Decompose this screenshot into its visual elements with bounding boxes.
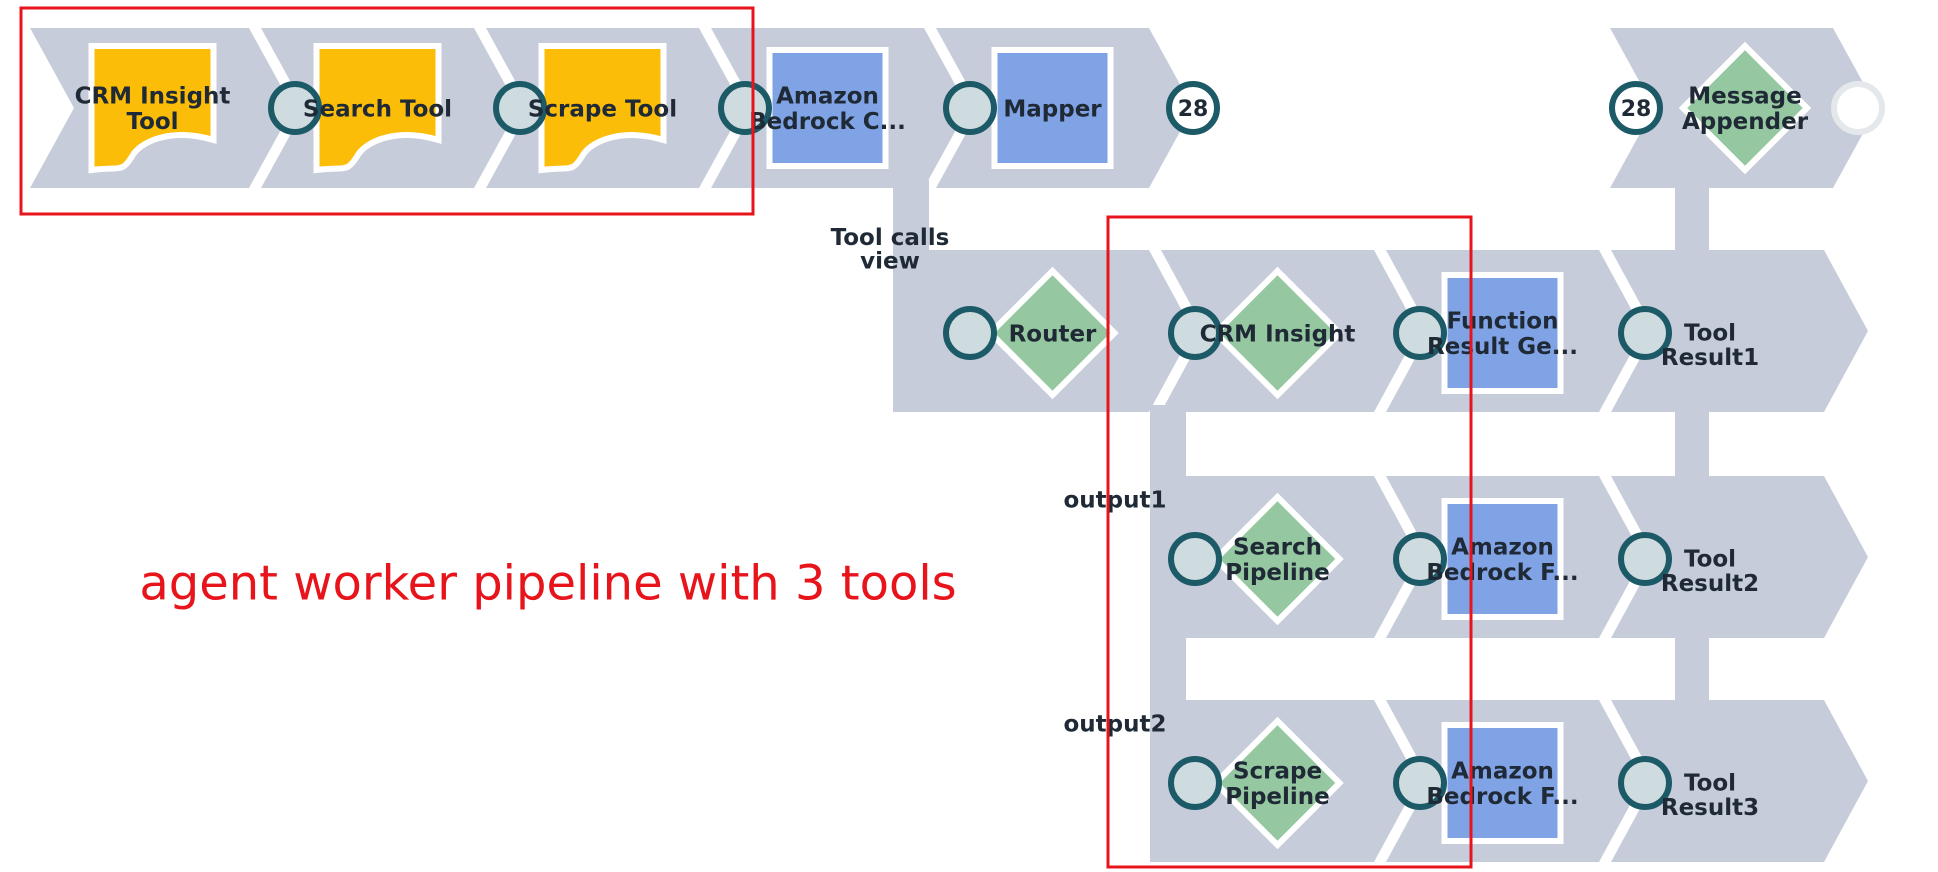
snap-crm-insight-tool-document-icon[interactable] bbox=[88, 43, 217, 174]
snap-output-port[interactable] bbox=[1618, 756, 1672, 810]
document-count-label: 28 bbox=[1178, 97, 1209, 122]
pipeline-snaps bbox=[88, 41, 1812, 850]
branch-connector bbox=[893, 180, 929, 260]
branch-input-port[interactable] bbox=[1168, 756, 1222, 810]
pipeline-tracks bbox=[30, 28, 1877, 862]
snap-scrape-tool-document-icon[interactable] bbox=[538, 43, 667, 174]
snap-search-tool-document-icon[interactable] bbox=[313, 43, 442, 174]
snap-label-router: Router bbox=[1009, 321, 1097, 347]
snap-amazon-bedrock-c-square-icon[interactable] bbox=[766, 47, 889, 169]
branch-view-label: output2 bbox=[1063, 712, 1166, 738]
pipeline-start-notch bbox=[52, 82, 68, 134]
snap-label-mapper: Mapper bbox=[1003, 96, 1102, 122]
snap-output-port[interactable] bbox=[493, 81, 547, 135]
annotations: agent worker pipeline with 3 tools bbox=[19, 6, 1473, 869]
document-count-badge bbox=[1609, 81, 1663, 135]
document-count-label: 28 bbox=[1621, 97, 1652, 122]
snap-label-scrape-tool: Scrape Tool bbox=[528, 96, 677, 122]
snap-crm-insight-diamond-icon[interactable] bbox=[1211, 266, 1344, 400]
snap-scrape-pipeline-diamond-icon[interactable] bbox=[1211, 716, 1344, 850]
pipeline-ports bbox=[52, 81, 1885, 810]
snap-output-port[interactable] bbox=[1393, 306, 1447, 360]
document-count-badge bbox=[1166, 81, 1220, 135]
snap-mapper-square-icon[interactable] bbox=[991, 47, 1114, 169]
snap-output-port[interactable] bbox=[1618, 306, 1672, 360]
branch-input-port[interactable] bbox=[943, 306, 997, 360]
tools-highlight-box bbox=[19, 6, 755, 216]
snap-output-port[interactable] bbox=[268, 81, 322, 135]
snap-output-port[interactable] bbox=[1393, 532, 1447, 586]
branch-view-label: output1 bbox=[1063, 488, 1166, 514]
annotation-caption: agent worker pipeline with 3 tools bbox=[139, 555, 956, 611]
snap-label-search-tool: Search Tool bbox=[303, 96, 452, 122]
snap-output-port[interactable] bbox=[1393, 756, 1447, 810]
output-connector bbox=[1675, 180, 1709, 840]
branch-input-port[interactable] bbox=[1168, 532, 1222, 586]
snap-output-port[interactable] bbox=[943, 81, 997, 135]
snap-output-port[interactable] bbox=[1168, 306, 1222, 360]
snap-output-port[interactable] bbox=[1618, 532, 1672, 586]
snap-amazon-bedrock-f-square-icon[interactable] bbox=[1441, 722, 1564, 844]
snap-label-crm-insight: CRM Insight bbox=[1200, 321, 1356, 347]
snap-search-pipeline-diamond-icon[interactable] bbox=[1211, 492, 1344, 626]
unconnected-output-port[interactable] bbox=[1831, 81, 1885, 135]
snap-message-appender-diamond-icon[interactable] bbox=[1678, 41, 1812, 175]
snap-router-diamond-icon[interactable] bbox=[986, 266, 1119, 400]
snap-function-result-ge-square-icon[interactable] bbox=[1441, 272, 1564, 394]
snap-amazon-bedrock-f-square-icon[interactable] bbox=[1441, 498, 1564, 620]
snap-output-port[interactable] bbox=[718, 81, 772, 135]
tool-pipelines-highlight-box bbox=[1106, 215, 1473, 869]
